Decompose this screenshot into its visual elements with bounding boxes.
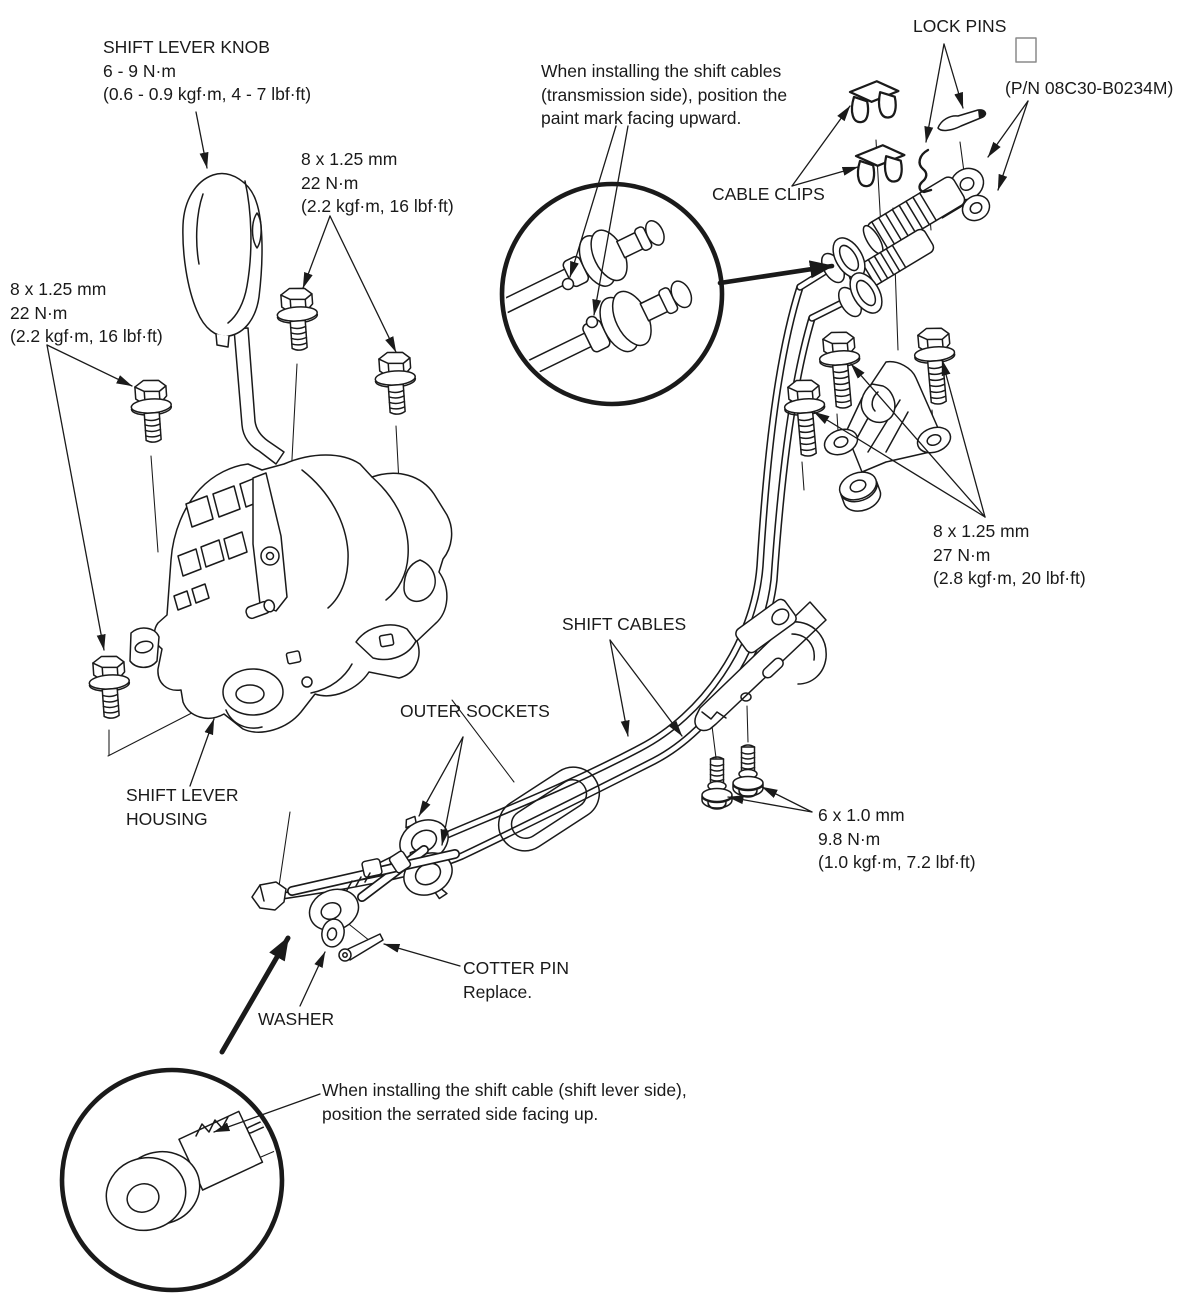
bolt-torque-label-top: 8 x 1.25 mm 22 N·m (2.2 kgf·m, 16 lbf·ft… [301,148,454,219]
outer-sockets-label: OUTER SOCKETS [400,700,550,724]
label-line: CABLE CLIPS [712,184,825,204]
label-line: 22 N·m [10,302,68,323]
cable-bracket-drawing [823,360,952,512]
label-line: SHIFT CABLES [562,614,687,634]
label-line: COTTER PIN [463,958,569,978]
label-line: 6 x 1.0 mm [818,805,905,825]
bracket-bolt-torque-label: 8 x 1.25 mm 27 N·m (2.8 kgf·m, 20 lbf·ft… [933,520,1086,591]
leader-lines [46,43,1029,1133]
cable-end-drawing [251,845,460,962]
label-line: SHIFT LEVER KNOB [103,37,270,57]
label-line: 9.8 N·m [818,828,881,849]
cable-loop-drawing [497,766,601,852]
label-line: 8 x 1.25 mm [301,149,398,169]
note-line: When installing the shift cable (shift l… [322,1080,687,1100]
cable-guide-bracket-drawing [694,598,827,732]
shift-lever-housing-drawing [129,454,453,733]
label-line: (P/N 08C30-B0234M) [1005,78,1174,98]
note-line: position the serrated side facing up. [322,1103,599,1124]
label-line: 6 - 9 N·m [103,60,176,81]
small-bolt-torque-label: 6 x 1.0 mm 9.8 N·m (1.0 kgf·m, 7.2 lbf·f… [818,804,976,875]
label-line: (1.0 kgf·m, 7.2 lbf·ft) [818,852,976,872]
shift-lever-side-note: When installing the shift cable (shift l… [322,1079,687,1126]
label-line: WASHER [258,1009,335,1029]
note-line: paint mark facing upward. [541,108,742,128]
cable-adjuster-drawing [820,167,991,318]
note-line: (transmission side), position the [541,84,788,105]
shift-lever-housing-label: SHIFT LEVER HOUSING [126,784,239,831]
label-line: (2.2 kgf·m, 16 lbf·ft) [10,326,163,346]
label-line: (2.8 kgf·m, 20 lbf·ft) [933,568,1086,588]
lock-pins-label: LOCK PINS [913,15,1006,39]
label-line: 27 N·m [933,544,991,565]
paint-mark-detail-circle [499,181,725,407]
part-number-label: (P/N 08C30-B0234M) [1005,77,1173,101]
label-line: 22 N·m [301,172,359,193]
washer-label: WASHER [258,1008,334,1032]
bolt-torque-label-left: 8 x 1.25 mm 22 N·m (2.2 kgf·m, 16 lbf·ft… [10,278,163,349]
label-line: OUTER SOCKETS [400,701,550,721]
label-line: HOUSING [126,808,208,829]
label-line: Replace. [463,981,533,1002]
label-line: (2.2 kgf·m, 16 lbf·ft) [301,196,454,216]
note-line: When installing the shift cables [541,61,782,81]
label-line: SHIFT LEVER [126,785,239,805]
label-line: 8 x 1.25 mm [10,279,107,299]
shift-lever-knob-label: SHIFT LEVER KNOB 6 - 9 N·m (0.6 - 0.9 kg… [103,36,311,107]
checkbox-square [1015,37,1037,63]
cable-clips-label: CABLE CLIPS [712,183,825,207]
label-line: LOCK PINS [913,16,1007,36]
serration-detail-circle [59,1067,285,1293]
cotter-pin-label: COTTER PIN Replace. [463,957,569,1004]
lock-pin-drawing [918,109,987,194]
transmission-side-note: When installing the shift cables (transm… [541,60,787,131]
label-line: (0.6 - 0.9 kgf·m, 4 - 7 lbf·ft) [103,84,312,104]
shift-cables-label: SHIFT CABLES [562,613,686,637]
label-line: 8 x 1.25 mm [933,521,1030,541]
shift-lever-knob-drawing [182,172,285,465]
cable-clip-drawing [845,77,907,191]
